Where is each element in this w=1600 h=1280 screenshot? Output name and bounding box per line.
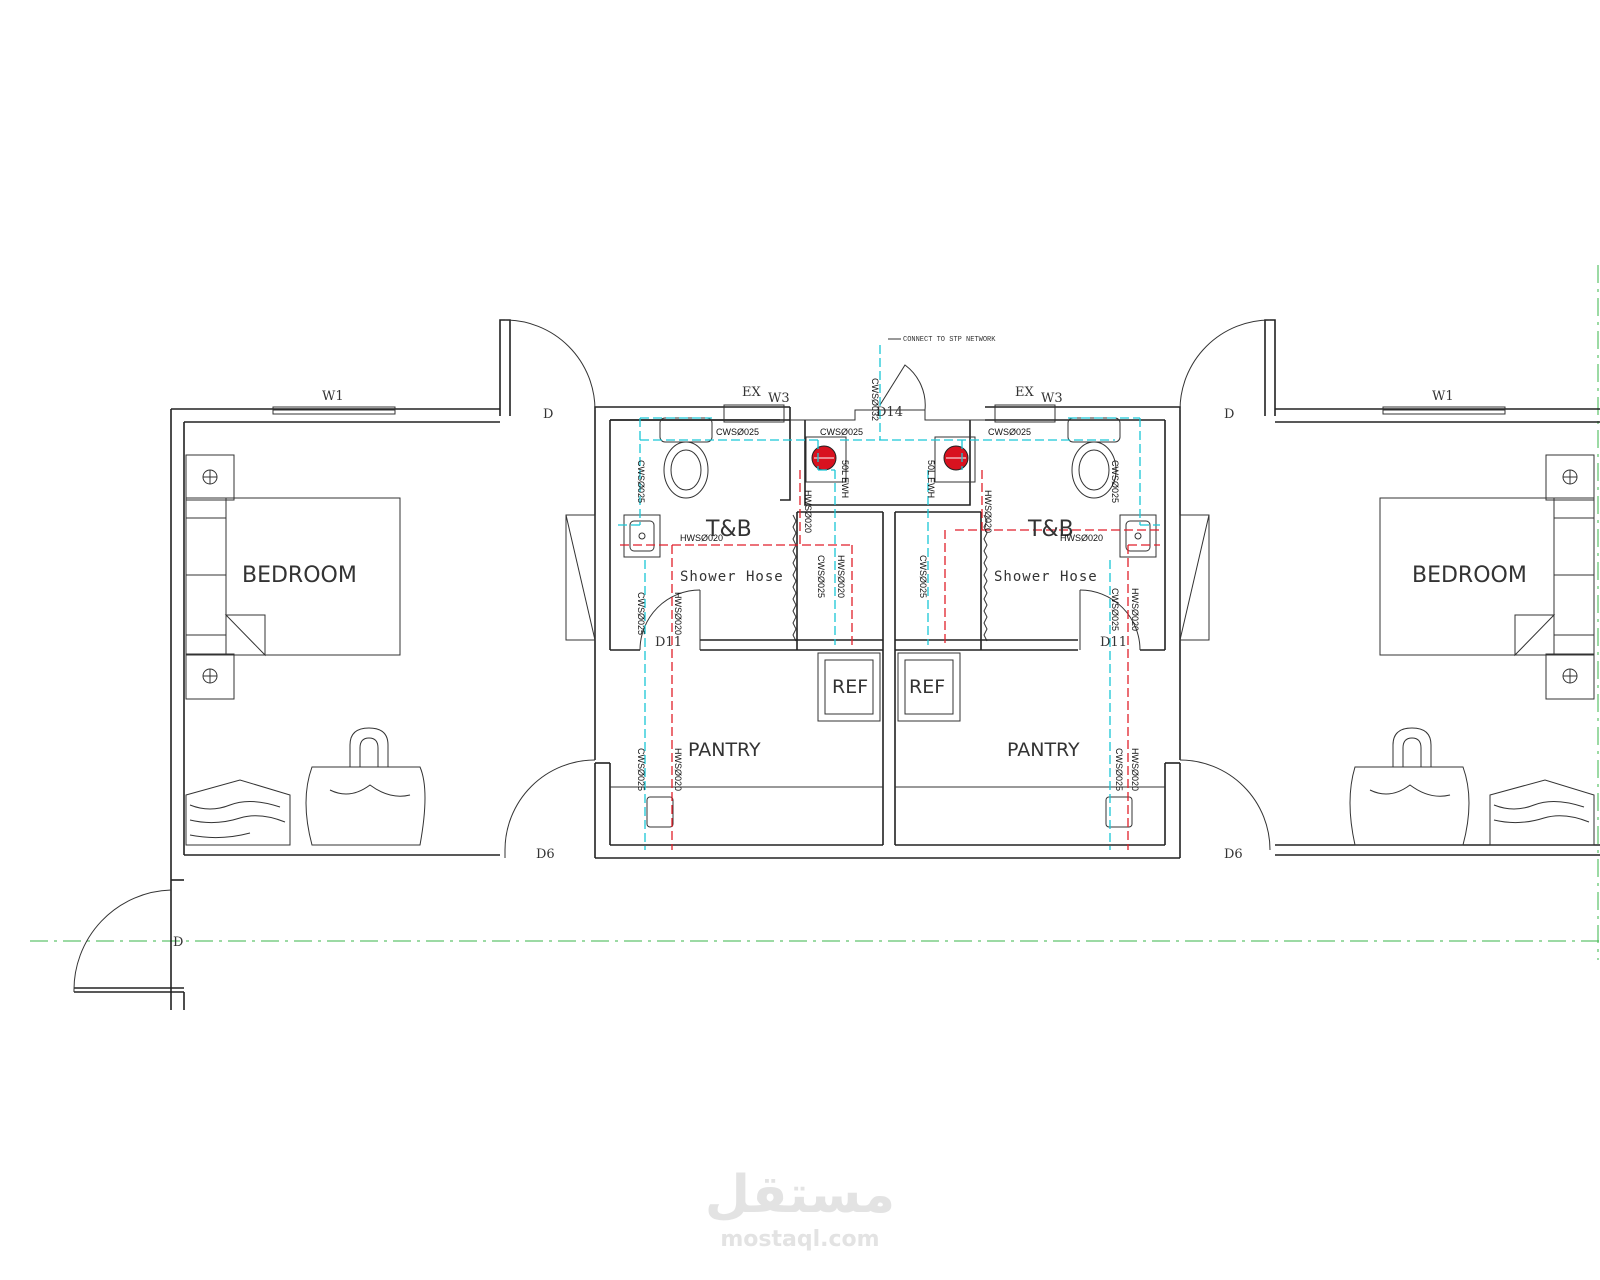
grid-lines bbox=[30, 265, 1600, 960]
exhaust-tag-right: EX bbox=[1015, 385, 1034, 400]
pipe-label: HWSØ020 bbox=[1130, 748, 1140, 791]
tb-left-label: T&B bbox=[705, 517, 752, 542]
walls bbox=[74, 319, 1600, 1010]
window-tag-w1-right: W1 bbox=[1432, 389, 1454, 404]
door-tag-d-right: D bbox=[1224, 407, 1234, 422]
pipe-label: CWSØ025 bbox=[636, 460, 646, 503]
door-tag-d-bottom: D bbox=[173, 935, 183, 950]
tb-right-label: T&B bbox=[1027, 517, 1074, 542]
fixture-labels: Shower Hose Shower Hose 50L EWH 50L EWH … bbox=[680, 336, 1098, 585]
tag-labels: W1 W1 EX W3 EX W3 D D D D14 D11 D11 D6 D… bbox=[173, 385, 1454, 950]
door-tag-d14: D14 bbox=[876, 405, 903, 420]
pipe-label: HWSØ020 bbox=[680, 533, 723, 543]
window-tag-w3-right: W3 bbox=[1041, 391, 1063, 406]
door-tag-d11-left: D11 bbox=[655, 635, 682, 650]
pipe-label: CWSØ025 bbox=[816, 555, 826, 598]
cold-water-piping bbox=[616, 345, 1160, 850]
pipe-label: CWSØ025 bbox=[1110, 588, 1120, 631]
hot-water-piping bbox=[620, 470, 1160, 850]
pipe-label: CWSØ025 bbox=[1114, 748, 1124, 791]
pipe-label: CWSØ025 bbox=[988, 427, 1031, 437]
furniture bbox=[185, 417, 1595, 846]
pipe-label: CWSØ025 bbox=[636, 748, 646, 791]
pantry-right-label: PANTRY bbox=[1007, 739, 1080, 761]
pipe-label: CWSØ025 bbox=[1110, 460, 1120, 503]
door-tag-d6-left: D6 bbox=[536, 847, 555, 862]
pipe-label: HWSØ020 bbox=[1130, 588, 1140, 631]
pipe-label: CWSØ025 bbox=[820, 427, 863, 437]
window-tag-w3-left: W3 bbox=[768, 391, 790, 406]
shower-hose-right-label: Shower Hose bbox=[994, 569, 1098, 585]
pipe-label: CWSØ025 bbox=[636, 592, 646, 635]
ref-right-label: REF bbox=[909, 676, 945, 698]
mostaql-watermark: مستقل mostaql.com bbox=[705, 1165, 895, 1252]
pipe-label: HWSØ020 bbox=[836, 555, 846, 598]
exhaust-tag-left: EX bbox=[742, 385, 761, 400]
ewh-right-label: 50L EWH bbox=[926, 460, 936, 498]
ref-left-label: REF bbox=[832, 676, 868, 698]
watermark-arabic: مستقل bbox=[705, 1165, 895, 1225]
pipe-label: CWSØ025 bbox=[716, 427, 759, 437]
room-labels: BEDROOM BEDROOM T&B T&B PANTRY PANTRY RE… bbox=[242, 517, 1527, 761]
pantry-left-label: PANTRY bbox=[688, 739, 761, 761]
pipe-size-labels: CWSØ025 CWSØ025 CWSØ025 HWSØ020 HWSØ020 … bbox=[636, 378, 1140, 791]
door-tag-d-left: D bbox=[543, 407, 553, 422]
pipe-label: CWSØ025 bbox=[918, 555, 928, 598]
pipe-label: HWSØ020 bbox=[1060, 533, 1103, 543]
ewh-left-label: 50L EWH bbox=[840, 460, 850, 498]
door-tag-d11-right: D11 bbox=[1100, 635, 1127, 650]
pipe-label: HWSØ020 bbox=[673, 592, 683, 635]
window-tag-w1-left: W1 bbox=[322, 389, 344, 404]
shower-hose-left-label: Shower Hose bbox=[680, 569, 784, 585]
doors bbox=[73, 319, 1271, 993]
door-tag-d6-right: D6 bbox=[1224, 847, 1243, 862]
connect-network-note: CONNECT TO STP NETWORK bbox=[903, 336, 996, 344]
pipe-label: HWSØ020 bbox=[983, 490, 993, 533]
bedroom-right-label: BEDROOM bbox=[1412, 563, 1527, 588]
pipe-label: CWSØ032 bbox=[870, 378, 880, 421]
pipe-label: HWSØ020 bbox=[803, 490, 813, 533]
bedroom-left-label: BEDROOM bbox=[242, 563, 357, 588]
pipe-label: HWSØ020 bbox=[673, 748, 683, 791]
watermark-latin: mostaql.com bbox=[720, 1227, 879, 1252]
